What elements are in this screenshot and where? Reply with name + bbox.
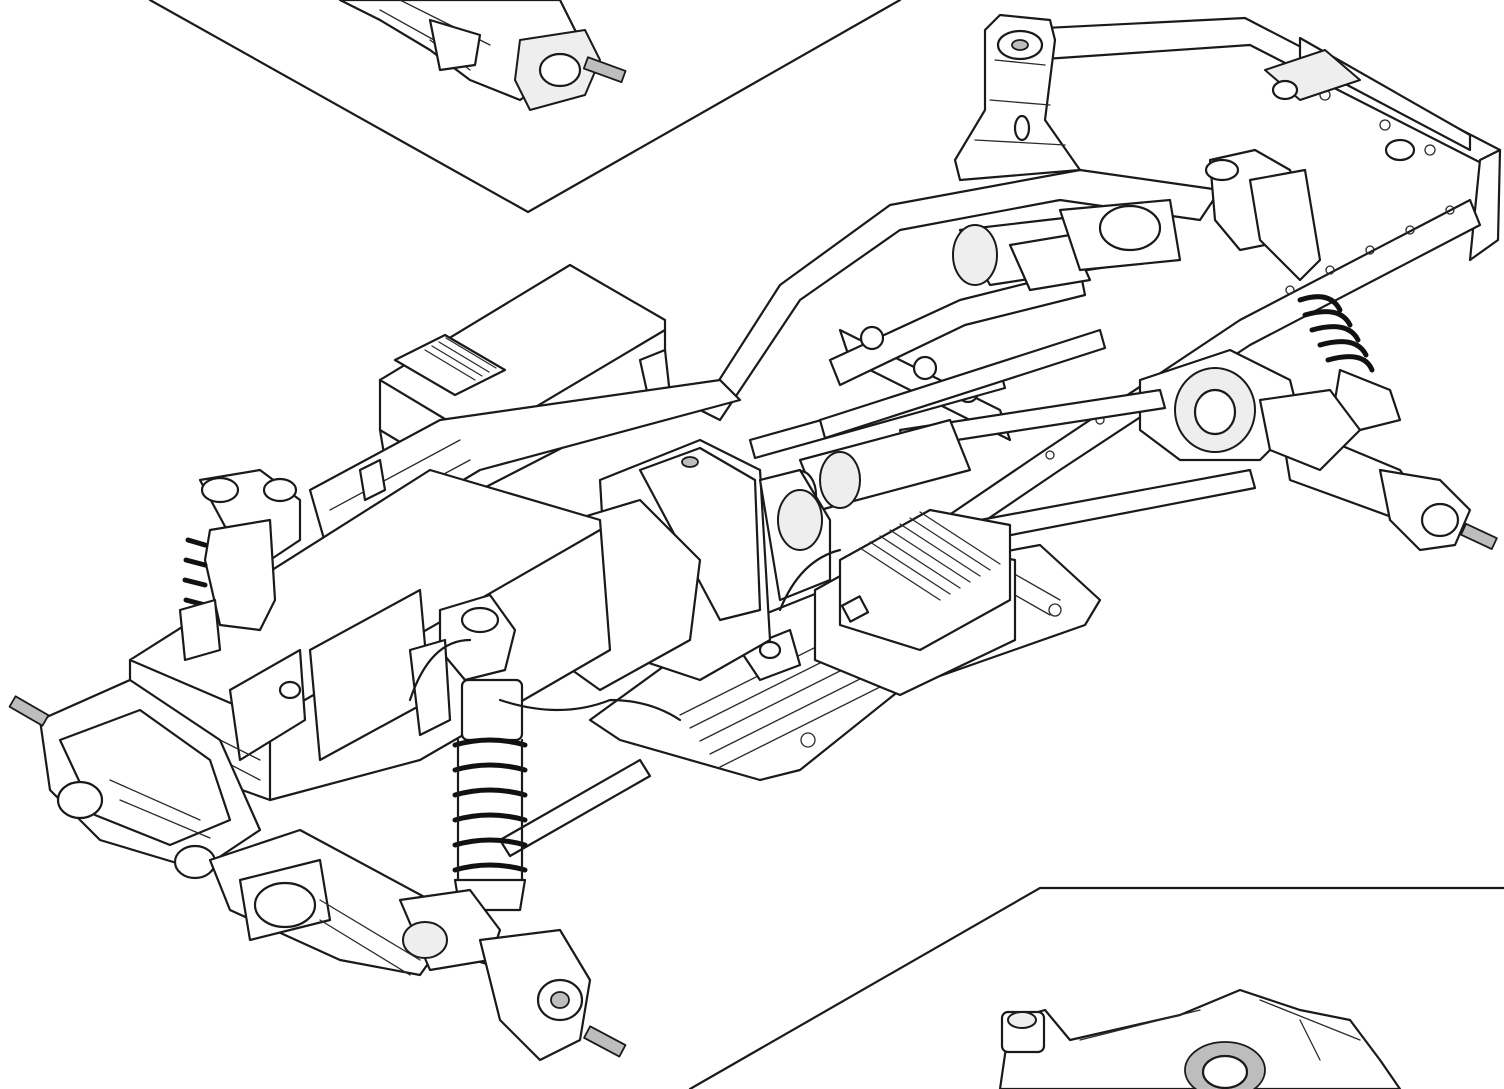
front-left-shock-spring	[182, 537, 209, 628]
battery-label-stripes	[424, 337, 497, 381]
front-axle	[208, 828, 627, 1062]
top-left-callout	[148, 0, 902, 214]
rear-shock-spring	[1297, 294, 1375, 373]
front-left-shock	[178, 468, 302, 662]
wiring	[408, 548, 842, 722]
rear-right-shock	[953, 13, 1082, 182]
callout-bottom-right-part	[998, 988, 1402, 1089]
servo-box	[8, 678, 262, 880]
callout-top-left-part	[338, 0, 627, 111]
rear-left-shock	[1204, 148, 1402, 432]
electronic-speed-controller	[738, 508, 1017, 697]
bottom-right-callout	[688, 886, 1504, 1089]
esc-heatsink-fins	[859, 511, 1001, 601]
rear-axle	[1138, 348, 1498, 552]
front-right-shock-spring	[452, 737, 528, 873]
driveshaft-rear	[952, 198, 1182, 292]
